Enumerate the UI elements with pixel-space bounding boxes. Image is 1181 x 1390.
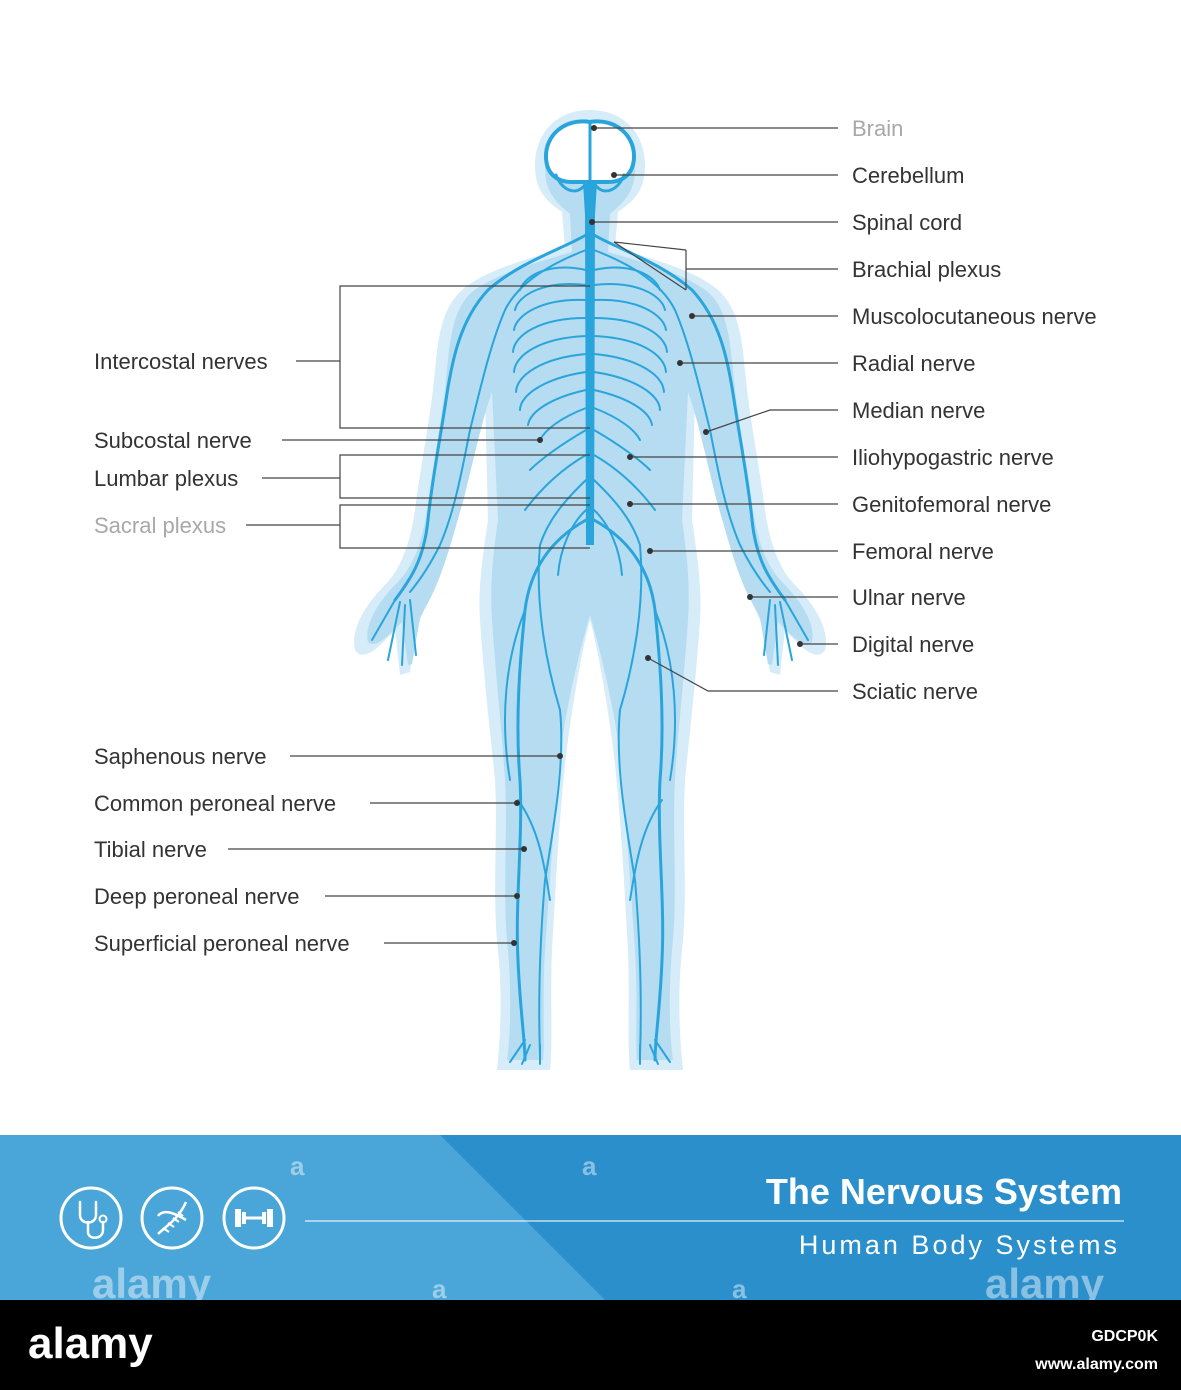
common-peroneal-nerve-marker bbox=[514, 800, 520, 806]
page-subtitle: Human Body Systems bbox=[799, 1230, 1120, 1260]
label-femoral-nerve: Femoral nerve bbox=[852, 539, 994, 564]
iliohypogastric-nerve-marker bbox=[627, 454, 633, 460]
label-common-peroneal-nerve: Common peroneal nerve bbox=[94, 791, 336, 816]
label-iliohypogastric-nerve: Iliohypogastric nerve bbox=[852, 445, 1054, 470]
image-id: GDCP0K bbox=[1091, 1328, 1158, 1345]
label-sacral-plexus: Sacral plexus bbox=[94, 513, 226, 538]
muscolocutaneous-nerve-marker bbox=[689, 313, 695, 319]
label-superficial-peroneal-nerve: Superficial peroneal nerve bbox=[94, 931, 350, 956]
subcostal-nerve-marker bbox=[537, 437, 543, 443]
leg-nerves bbox=[504, 518, 676, 1065]
brain-marker bbox=[591, 125, 597, 131]
watermark-letter: a bbox=[732, 1274, 747, 1304]
leader-lines bbox=[228, 125, 838, 946]
brand-logo: alamy bbox=[28, 1319, 153, 1368]
label-genitofemoral-nerve: Genitofemoral nerve bbox=[852, 492, 1051, 517]
label-tibial-nerve: Tibial nerve bbox=[94, 837, 207, 862]
label-intercostal-nerves: Intercostal nerves bbox=[94, 349, 268, 374]
label-digital-nerve: Digital nerve bbox=[852, 632, 974, 657]
footer-url: www.alamy.com bbox=[1034, 1356, 1158, 1373]
brain-icon bbox=[543, 119, 637, 193]
body-silhouette bbox=[354, 110, 826, 1070]
deep-peroneal-nerve-marker bbox=[514, 893, 520, 899]
spinal-cord-marker bbox=[589, 219, 595, 225]
label-saphenous-nerve: Saphenous nerve bbox=[94, 744, 266, 769]
radial-nerve-marker bbox=[677, 360, 683, 366]
femoral-nerve-marker bbox=[647, 548, 653, 554]
stethoscope-icon bbox=[59, 1186, 123, 1250]
arm-nerves bbox=[371, 233, 809, 666]
body-fill bbox=[367, 120, 813, 1060]
watermark-letter: a bbox=[582, 1151, 597, 1181]
label-cerebellum: Cerebellum bbox=[852, 163, 965, 188]
sciatic-nerve-marker bbox=[645, 655, 651, 661]
label-spinal-cord: Spinal cord bbox=[852, 210, 962, 235]
watermark-logo: alamy bbox=[985, 1260, 1105, 1307]
lumbar-plexus-bracket bbox=[339, 454, 590, 499]
digital-nerve-marker bbox=[797, 641, 803, 647]
superficial-peroneal-nerve-marker bbox=[511, 940, 517, 946]
watermark-letter: a bbox=[432, 1274, 447, 1304]
label-sciatic-nerve: Sciatic nerve bbox=[852, 679, 978, 704]
dna-icon bbox=[140, 1186, 204, 1250]
label-subcostal-nerve: Subcostal nerve bbox=[94, 428, 252, 453]
brachial-plexus-bracket bbox=[613, 241, 687, 251]
median-nerve-leader bbox=[705, 409, 838, 433]
watermark-logo: alamy bbox=[92, 1260, 212, 1307]
label-lumbar-plexus: Lumbar plexus bbox=[94, 466, 238, 491]
median-nerve-marker bbox=[703, 429, 709, 435]
watermark-letter: a bbox=[290, 1151, 305, 1181]
saphenous-nerve-marker bbox=[557, 753, 563, 759]
label-radial-nerve: Radial nerve bbox=[852, 351, 976, 376]
footer-bar: alamy GDCP0K www.alamy.com bbox=[0, 1300, 1181, 1390]
title-banner: a a alamy a a alamy The Nervous System H… bbox=[0, 1135, 1181, 1307]
sacral-plexus-bracket bbox=[339, 504, 590, 549]
dumbbell-icon bbox=[222, 1186, 286, 1250]
cerebellum-marker bbox=[611, 172, 617, 178]
label-ulnar-nerve: Ulnar nerve bbox=[852, 585, 966, 610]
genitofemoral-nerve-marker bbox=[627, 501, 633, 507]
tibial-nerve-marker bbox=[521, 846, 527, 852]
label-deep-peroneal-nerve: Deep peroneal nerve bbox=[94, 884, 299, 909]
label-brachial-plexus: Brachial plexus bbox=[852, 257, 1001, 282]
brachial-plexus-bracket bbox=[613, 241, 687, 291]
label-brain: Brain bbox=[852, 116, 903, 141]
label-muscolocutaneous-nerve: Muscolocutaneous nerve bbox=[852, 304, 1097, 329]
intercostal-nerves-bracket bbox=[339, 285, 590, 429]
label-median-nerve: Median nerve bbox=[852, 398, 985, 423]
page-title: The Nervous System bbox=[766, 1171, 1122, 1212]
ulnar-nerve-marker bbox=[747, 594, 753, 600]
sciatic-nerve-leader bbox=[647, 657, 838, 692]
